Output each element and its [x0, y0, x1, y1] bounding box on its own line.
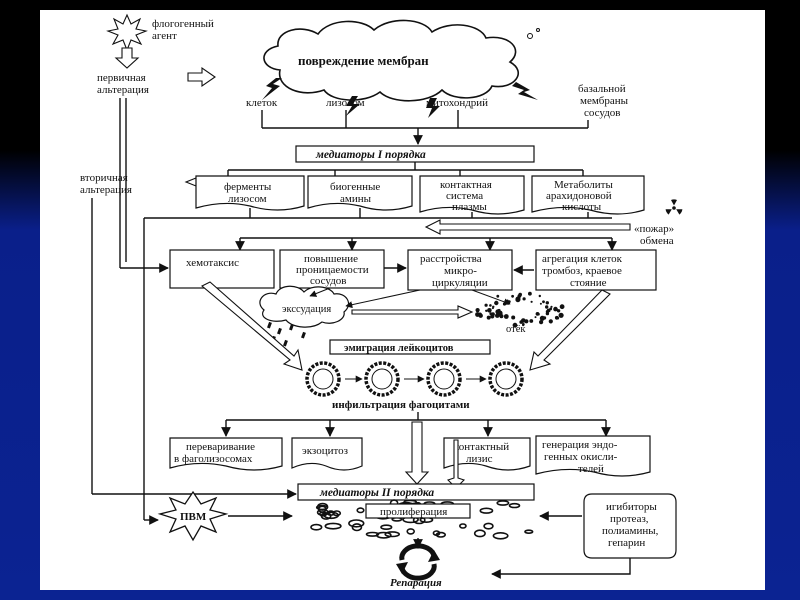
- svg-text:контактный лизис: контактный лизис: [454, 441, 512, 465]
- aggregation-to-leukocytes-arrow: [529, 289, 611, 371]
- mediators-2-box: [297, 483, 535, 501]
- lysosomes-label: лизосом: [326, 97, 365, 109]
- left-feedback-lines: [91, 98, 297, 525]
- contact-system-box: контактная система плазмы: [419, 175, 525, 215]
- cycle-icon: [396, 543, 440, 581]
- exocytosis-box: экзоцитоз: [291, 437, 363, 471]
- edema-label: отёк: [506, 324, 526, 335]
- fire-exchange-label: «пожар» обмена: [634, 223, 677, 247]
- permeability-box: повышение проницаемости сосудов: [279, 249, 385, 289]
- svg-text:контактная система: контактная система плазмы: [440, 179, 495, 213]
- microcirculation-box: расстройства микро- циркуляции: [407, 249, 513, 291]
- reparation-label: Репарация: [390, 577, 442, 589]
- svg-text:хемотаксис: хемотаксис: [186, 257, 239, 269]
- svg-text:ферменты лизосом: ферменты лизосом: [224, 181, 274, 205]
- svg-text:игибиторы протеаз,: игибиторы протеаз, полиамины, гепарин: [602, 501, 661, 549]
- svg-text:переваривание в фаголизо: переваривание в фаголизосомах: [174, 441, 258, 465]
- proliferation-texture: [310, 499, 534, 540]
- primary-alteration-label: первичная альтерация: [97, 72, 149, 96]
- starburst-icon: [106, 13, 148, 52]
- membrane-damage-cloud: [263, 19, 540, 102]
- biogenic-amines-box: биогенные амины: [307, 175, 413, 211]
- agent-down-arrow: [114, 47, 140, 69]
- micro-to-edema-arrow: [471, 289, 511, 306]
- svg-text:расстройства микро-: расстройства микро- циркуляции: [420, 253, 488, 289]
- basal-membrane-label: базальной мембраны сосудов: [578, 83, 631, 119]
- phagocyte-infiltration-label: инфильтрация фагоцитами: [332, 399, 470, 411]
- svg-text:повышение проницаемости: повышение проницаемости сосудов: [296, 253, 371, 287]
- pvm-starburst: [157, 490, 229, 542]
- edema-speckle: [475, 291, 565, 328]
- permeability-to-exudation-arrow: [309, 287, 331, 297]
- cells-label: клеток: [246, 97, 278, 109]
- contact-lysis-box: контактный лизис: [443, 437, 531, 471]
- mediators-to-mechanisms-lines: [144, 208, 617, 251]
- lightning-bolts: [262, 78, 538, 118]
- inhibitors-box: игибиторы протеаз, полиамины, гепарин: [583, 493, 677, 559]
- mitochondria-label: митохондрий: [426, 97, 488, 109]
- mediators-1-label: медиаторы I порядка: [315, 149, 426, 161]
- svg-text:Метаболиты арахидоновой: Метаболиты арахидоновой кислоты: [546, 179, 616, 213]
- svg-text:экзоцитоз: экзоцитоз: [302, 445, 348, 457]
- mediators-2-label: медиаторы II порядка: [319, 487, 434, 499]
- leukocyte-emigration-label: эмиграция лейкоцитов: [344, 343, 454, 354]
- digestion-box: переваривание в фаголизосомах: [169, 437, 283, 471]
- leukocytes: [305, 361, 524, 397]
- svg-text:биогенные амины: биогенные амины: [330, 181, 383, 205]
- pvm-label: ПВМ: [180, 511, 207, 523]
- arachidonic-metabolites-box: Метаболиты арахидоновой кислоты: [531, 175, 645, 215]
- proliferation-box: [365, 503, 471, 519]
- primary-to-damage-arrow: [187, 66, 216, 88]
- inflammation-pathogenesis-diagram: флогогенный агент первичная альтерация п…: [80, 13, 683, 589]
- leukocyte-emigration-box: [329, 339, 491, 355]
- membrane-to-mediators-connector: [261, 110, 589, 145]
- infiltration-lines: [221, 412, 611, 437]
- flogogenic-agent-label: флогогенный агент: [152, 18, 217, 42]
- inhibitors-to-reparation-arrow: [491, 558, 631, 579]
- lysosome-enzymes-box: ферменты лизосом: [195, 175, 305, 211]
- proliferation-label: пролиферация: [380, 506, 447, 518]
- membrane-damage-label: повреждение мембран: [298, 53, 429, 68]
- svg-text:агрегация клеток тромбоз: агрегация клеток тромбоз, краевое стояни…: [542, 253, 625, 289]
- exudation-label: экссудация: [282, 304, 331, 315]
- chemotaxis-to-leukocytes-arrow: [201, 281, 303, 371]
- exudation-to-edema-arrow: [351, 305, 474, 319]
- micro-to-exudation-arrow: [345, 289, 421, 309]
- chemotaxis-box: хемотаксис: [169, 249, 275, 289]
- oxidant-generation-box: генерация эндо- генных окисли- телей: [535, 435, 651, 477]
- secondary-alteration-label: вторичная альтерация: [80, 172, 132, 196]
- to-mediators-2-left-arrow: [404, 421, 430, 485]
- aggregation-box: агрегация клеток тромбоз, краевое стояни…: [535, 249, 657, 291]
- svg-text:генерация эндо- генных о: генерация эндо- генных окисли- телей: [542, 439, 620, 475]
- slide: флогогенный агент первичная альтерация п…: [40, 10, 765, 590]
- radiation-icon: [665, 199, 683, 215]
- fire-exchange-arrow: [424, 219, 631, 235]
